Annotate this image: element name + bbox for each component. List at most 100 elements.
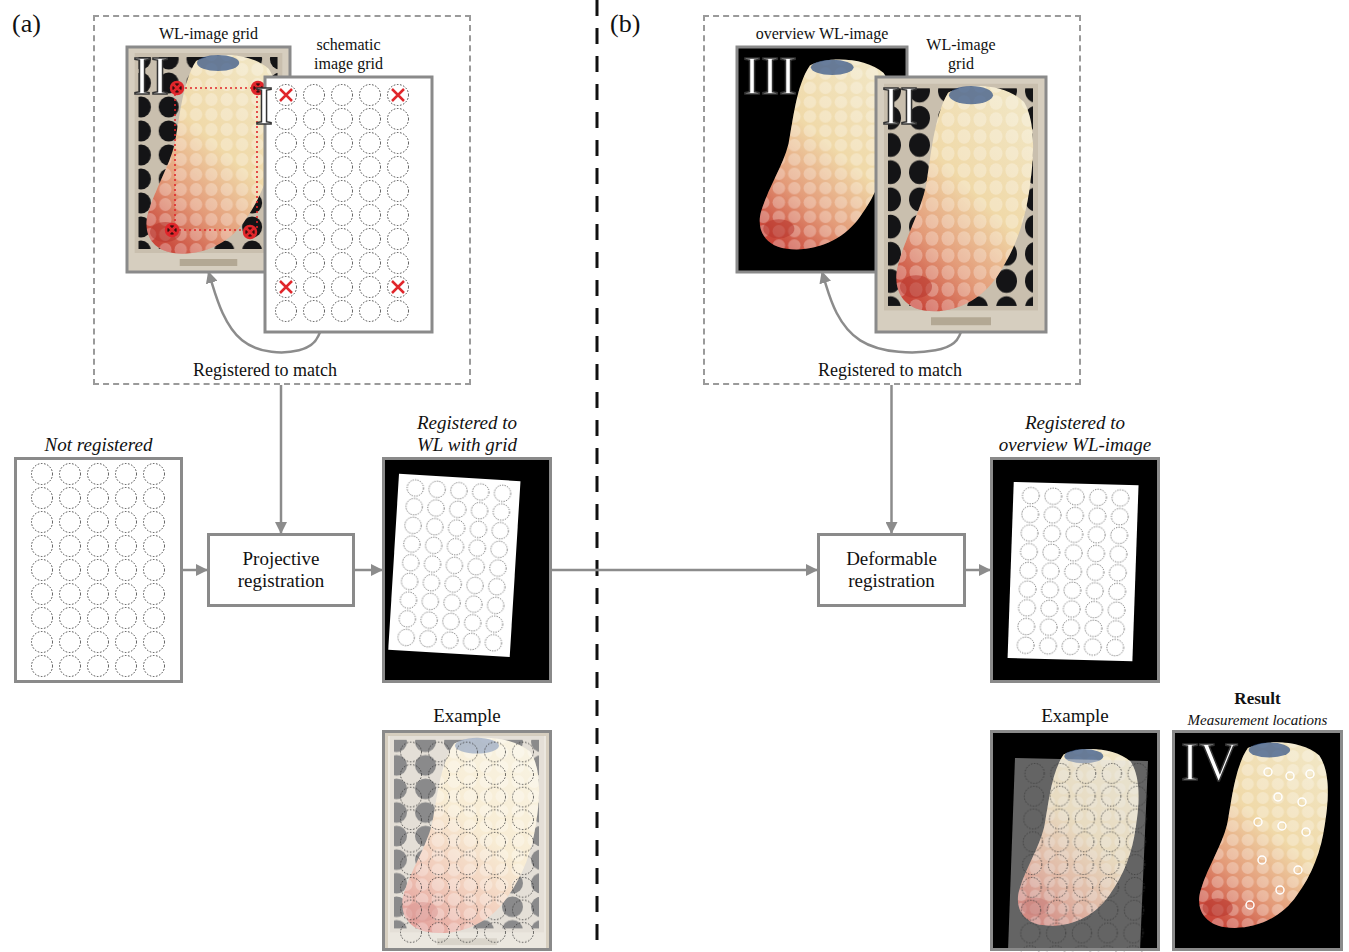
illustration-part (395, 478, 514, 653)
roman-numeral: II (133, 49, 169, 103)
photo-panel: WL-image gridII (876, 77, 1046, 332)
illustration-part (1254, 818, 1262, 826)
process-box: Projective registration (207, 533, 355, 607)
connector-arrow (890, 385, 893, 533)
illustration-part (166, 224, 178, 236)
roman-numeral: I (255, 79, 273, 133)
illustration-part (1017, 762, 1151, 952)
panel-letter: (a) (12, 10, 41, 39)
schematic-grid (265, 77, 432, 332)
connector-arrow (183, 569, 207, 572)
illustration-part (392, 281, 404, 293)
panel-heading: Not registered (45, 434, 153, 456)
deformed-grid (990, 457, 1160, 683)
grid-panel: Registered to overview WL-image (990, 457, 1160, 683)
grid-panel: Not registered (14, 457, 183, 683)
illustration-part (272, 83, 412, 323)
photo-panel: overview WL-imageIII (737, 47, 907, 272)
illustration-part (1008, 482, 1139, 661)
illustration-part (28, 462, 168, 678)
roman-numeral: II (882, 79, 918, 133)
illustration-part (382, 457, 552, 683)
illustration-part (175, 88, 257, 230)
connector-arrow (209, 272, 321, 352)
illustration-part (392, 89, 404, 101)
illustration-part (28, 462, 168, 678)
illustration-part (1276, 886, 1284, 894)
roman-numeral: III (743, 49, 797, 103)
illustration-part (171, 82, 183, 94)
photo-panel: Example (990, 730, 1160, 951)
illustration-part (1286, 772, 1294, 780)
illustration-part (280, 281, 292, 293)
panel-heading: Registered to WL with grid (402, 412, 532, 456)
panel-heading: Example (1041, 705, 1109, 727)
panel-divider (596, 0, 599, 952)
panel-heading: Result (1234, 689, 1280, 709)
registered-grid (382, 457, 552, 683)
illustration-part (246, 228, 254, 236)
illustration-part (876, 77, 1046, 332)
roman-numeral: IV (1181, 735, 1238, 789)
illustration-part (1264, 768, 1272, 776)
illustration-part (876, 77, 1046, 332)
illustration-part (388, 474, 520, 657)
schematic-panel: schematic image gridI (265, 77, 432, 332)
illustration-part (280, 89, 292, 101)
illustration-part (1172, 730, 1343, 951)
panel-heading: Example (433, 705, 501, 727)
connector-arrow (552, 569, 817, 572)
grid-panel: Registered to WL with grid (382, 457, 552, 683)
unregistered-grid (14, 457, 183, 683)
illustration-part (166, 82, 264, 238)
panel-heading: WL-image grid (921, 36, 1001, 73)
photo-panel: ResultMeasurement locationsIV (1172, 730, 1343, 951)
illustration-part (1274, 793, 1282, 801)
connector-arrow (822, 272, 961, 352)
illustration-part (990, 457, 1160, 683)
illustration-part (168, 226, 176, 234)
illustration-part (1008, 482, 1139, 661)
process-label: Deformable registration (826, 548, 957, 592)
process-label: Projective registration (216, 548, 346, 592)
panel-letter: (b) (610, 10, 640, 39)
panel-heading: Registered to overview WL-image (990, 412, 1160, 456)
illustration-part (265, 77, 432, 332)
illustration-part (388, 736, 546, 948)
illustration-part (1278, 822, 1286, 830)
panel-heading: overview WL-image (756, 25, 889, 43)
process-box: Deformable registration (817, 533, 966, 607)
illustration-part (14, 457, 183, 683)
illustration-part (272, 83, 412, 323)
result-photo (1172, 730, 1343, 951)
illustration-part (1246, 901, 1254, 909)
connector-arrow (355, 569, 382, 572)
illustration-part (397, 741, 537, 944)
example-photo (990, 730, 1160, 952)
illustration-part (1246, 768, 1314, 909)
illustration-part (173, 84, 181, 92)
illustration-part (1302, 828, 1310, 836)
connector-arrow (280, 385, 283, 533)
connector-arrow (966, 569, 990, 572)
illustration-part (388, 736, 546, 948)
panel-heading: schematic image grid (304, 36, 394, 73)
illustration-part (1306, 770, 1314, 778)
illustration-part (382, 730, 552, 951)
panel-heading: WL-image grid (159, 25, 258, 43)
illustration-part (1017, 762, 1151, 952)
wl-grid-photo (876, 77, 1046, 332)
dashed-group-box: WL-image gridIIschematic image gridI (93, 15, 471, 385)
illustration-part (280, 89, 404, 293)
panel-subheading: Measurement locations (1188, 712, 1328, 729)
illustration-part (1258, 856, 1266, 864)
illustration-part (1298, 798, 1306, 806)
illustration-part (1294, 866, 1302, 874)
illustration-part (1014, 486, 1132, 657)
illustration-part (388, 474, 520, 657)
photo-panel: Example (382, 730, 552, 951)
connector-label: Registered to match (190, 360, 340, 381)
